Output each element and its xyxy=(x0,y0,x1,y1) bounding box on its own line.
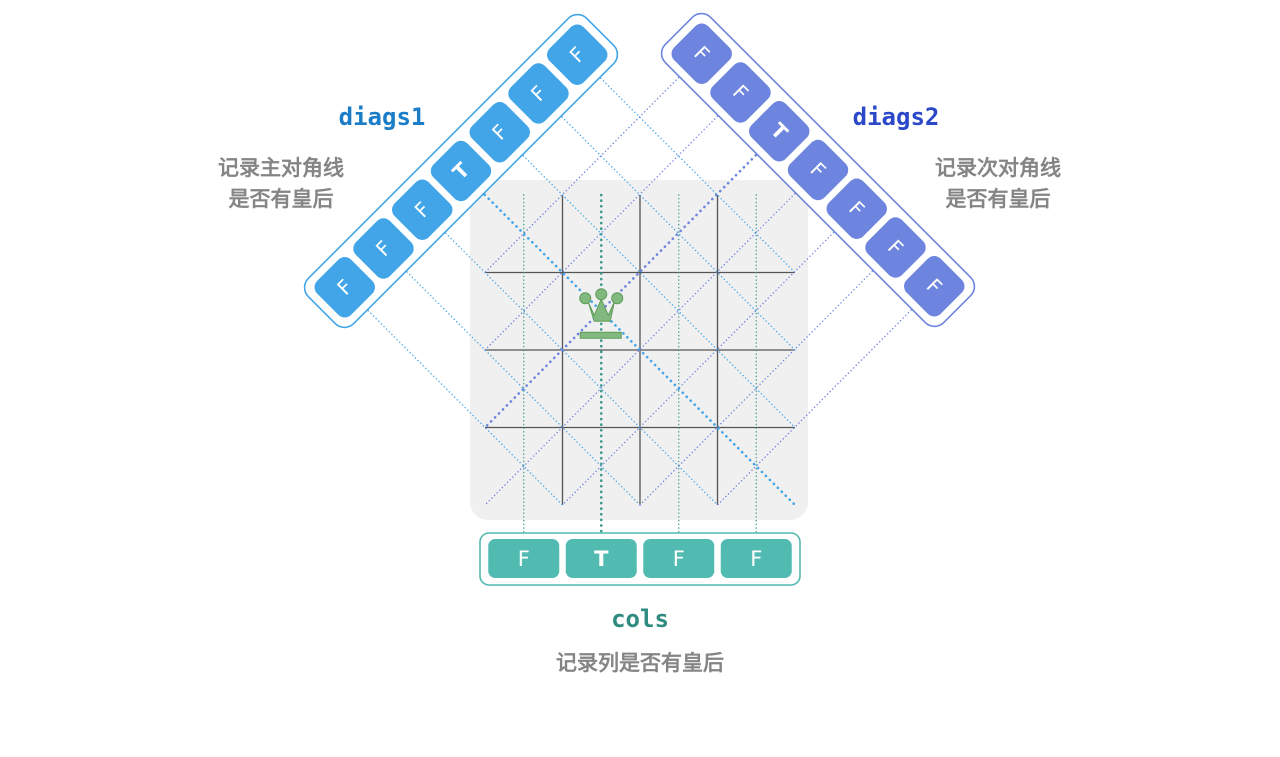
queen-crown-ball xyxy=(611,292,624,305)
diags2-guide-line xyxy=(483,130,781,429)
diags1-cell-box xyxy=(508,63,569,124)
diags2-desc-line2: 是否有皇后 xyxy=(945,187,1051,211)
diags2-cell: F xyxy=(787,139,849,201)
diags2-desc-line1: 记录次对角线 xyxy=(935,156,1061,180)
cols-cell-value: F xyxy=(750,547,762,571)
diags1-cell-box xyxy=(392,179,453,240)
diags1-cell: F xyxy=(314,257,375,318)
diags2-cell: F xyxy=(865,217,926,278)
diags1-guide-line xyxy=(459,169,797,507)
diags2-guide-line xyxy=(484,92,742,351)
diags1-guide-line xyxy=(344,286,564,506)
cols-description: 记录列是否有皇后 xyxy=(556,651,724,675)
diags2-guide-line xyxy=(484,53,703,274)
diags1-cell-box xyxy=(469,102,530,163)
diags2-cell: T xyxy=(749,101,810,162)
diags2-cell: F xyxy=(904,256,965,317)
diags2-guide-line xyxy=(716,285,936,506)
cols-cell-box xyxy=(720,539,792,578)
queen-icon xyxy=(579,288,624,339)
diags1-desc-line2: 是否有皇后 xyxy=(228,187,334,211)
diags1-label: diags1 xyxy=(338,103,426,131)
diags2-cell-box xyxy=(904,256,965,317)
cols-cell-box xyxy=(565,539,637,578)
diags1-cell: T xyxy=(430,140,492,202)
diags2-cell-box xyxy=(826,178,887,239)
queen-crown-ball xyxy=(579,292,592,305)
queen-crown-ball xyxy=(595,288,608,301)
diags1-guide-line xyxy=(421,209,719,506)
cols-cell-value: F xyxy=(518,547,530,571)
diags2-cell-box xyxy=(671,23,732,84)
diags1-cell: F xyxy=(508,63,569,124)
cols-cell-box xyxy=(488,539,560,578)
diags1-desc-line1: 记录主对角线 xyxy=(218,156,344,180)
diags1-cell: F xyxy=(469,102,530,163)
diags1-cell-box xyxy=(430,140,492,202)
cols-cell-value: F xyxy=(673,547,685,571)
diags2-guide-line xyxy=(561,208,858,506)
diags1-description: 记录主对角线 是否有皇后 xyxy=(218,153,344,215)
diags2-description: 记录次对角线 是否有皇后 xyxy=(935,153,1061,215)
cols-label: cols xyxy=(611,605,669,633)
diags1-guide-line xyxy=(537,92,796,351)
diags2-cell-box xyxy=(865,217,926,278)
diags2-guide-line xyxy=(639,247,897,506)
diags2-cell: F xyxy=(671,23,732,84)
diags1-cell: F xyxy=(547,24,608,85)
queen-base xyxy=(579,331,622,339)
diags1-guide-line xyxy=(576,54,796,274)
diags1-cell-box xyxy=(547,24,608,85)
diags1-cell-box xyxy=(314,257,375,318)
cols-cell-box xyxy=(643,539,715,578)
diags2-label: diags2 xyxy=(852,103,940,131)
queen-crown xyxy=(587,298,615,322)
diags2-cell-box xyxy=(710,62,771,123)
diags2-cell-box xyxy=(749,101,810,162)
diags2-cell: F xyxy=(826,178,887,239)
diags2-cell: F xyxy=(710,62,771,123)
diags1-guide-line xyxy=(499,131,796,429)
diags1-guide-line xyxy=(382,247,641,506)
diags1-cell-box xyxy=(353,218,414,279)
diags1-cell: F xyxy=(353,218,414,279)
diags2-cell-box xyxy=(787,139,849,201)
cols-cell-value: T xyxy=(594,547,609,571)
diags2-guide-line xyxy=(484,169,819,506)
cols-array-frame xyxy=(479,532,801,586)
diags1-cell: F xyxy=(392,179,453,240)
